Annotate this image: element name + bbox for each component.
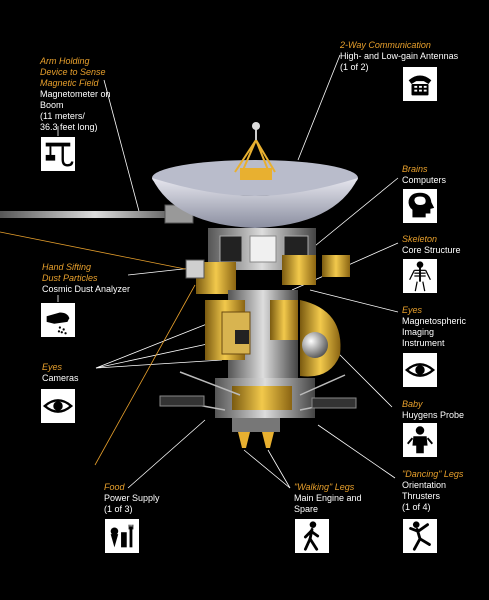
callout-structure: Skeleton Core Structure <box>402 234 487 256</box>
antenna-feed <box>240 168 272 180</box>
eye-icon <box>40 388 76 424</box>
callout-magnetospheric-title: Eyes <box>402 305 423 315</box>
callout-computers: Brains Computers <box>402 164 487 186</box>
callout-power: Food Power Supply (1 of 3) <box>104 482 184 515</box>
telephone-icon <box>402 66 438 102</box>
callout-dust-body: Cosmic Dust Analyzer <box>42 284 131 294</box>
high-gain-antenna-dish <box>152 178 358 228</box>
magnet-hook-icon <box>40 136 76 172</box>
camera-box <box>235 330 249 344</box>
leader-thrusters <box>317 424 396 479</box>
leader-magnetospheric <box>309 289 399 313</box>
head-brain-icon <box>402 188 438 224</box>
callout-antennas: 2-Way Communication High- and Low-gain A… <box>340 40 480 73</box>
leader-cameras-3 <box>95 359 223 369</box>
callout-cameras-title: Eyes <box>42 362 63 372</box>
dust-analyzer <box>185 259 205 279</box>
magnetometer-boom <box>0 211 190 218</box>
low-gain-antenna <box>252 122 260 130</box>
leader-engine-1 <box>243 449 291 489</box>
baby-icon <box>402 422 438 458</box>
leader-huygens <box>329 344 393 408</box>
callout-antennas-body: High- and Low-gain Antennas (1 of 2) <box>340 51 459 72</box>
walking-figure-icon <box>294 518 330 554</box>
callout-huygens: Baby Huygens Probe <box>402 399 487 421</box>
callout-thrusters-title: "Dancing" Legs <box>402 469 464 479</box>
callout-engine-title: "Walking" Legs <box>294 482 355 492</box>
callout-magnetometer-body: Magnetometer on Boom (11 meters/ 36.3 fe… <box>40 89 111 132</box>
leader-magnetometer <box>103 79 141 216</box>
magnetospheric-sphere <box>302 332 328 358</box>
main-engine-2 <box>262 432 274 448</box>
magnetometer-axis <box>0 231 191 271</box>
callout-engine: "Walking" Legs Main Engine and Spare <box>294 482 384 515</box>
callout-dust-title: Hand Sifting Dust Particles <box>42 262 98 283</box>
callout-computers-title: Brains <box>402 164 428 174</box>
main-engine-1 <box>238 432 250 448</box>
electronics-panel-1 <box>219 235 243 263</box>
callout-antennas-title: 2-Way Communication <box>340 40 431 50</box>
callout-huygens-body: Huygens Probe <box>402 410 465 420</box>
gold-blanket-4 <box>270 300 298 340</box>
leader-lines <box>57 54 399 489</box>
leader-antennas <box>297 54 341 161</box>
skeleton-icon <box>402 258 438 294</box>
eye-icon <box>402 352 438 388</box>
callout-engine-body: Main Engine and Spare <box>294 493 362 514</box>
callout-power-body: Power Supply (1 of 3) <box>104 493 160 514</box>
callout-structure-title: Skeleton <box>402 234 438 244</box>
callout-magnetospheric: Eyes Magnetospheric Imaging Instrument <box>402 305 487 349</box>
rtg-2 <box>311 397 357 409</box>
callout-dust: Hand Sifting Dust Particles Cosmic Dust … <box>42 262 142 295</box>
leader-computers <box>309 177 399 251</box>
callout-cameras-body: Cameras <box>42 373 79 383</box>
propulsion-blanket <box>232 386 292 410</box>
callout-huygens-title: Baby <box>402 399 423 409</box>
callout-power-title: Food <box>104 482 125 492</box>
callout-thrusters-body: Orientation Thrusters (1 of 4) <box>402 480 447 512</box>
engine-mount <box>232 418 280 432</box>
leader-dust <box>127 267 193 276</box>
callout-structure-body: Core Structure <box>402 245 461 255</box>
leader-engine-2 <box>267 449 291 489</box>
callout-thrusters: "Dancing" Legs Orientation Thrusters (1 … <box>402 469 487 513</box>
food-icon <box>104 518 140 554</box>
gold-blanket-2 <box>282 255 316 285</box>
callout-magnetometer-title: Arm Holding Device to Sense Magnetic Fie… <box>40 56 106 88</box>
leader-power <box>127 419 206 489</box>
magnetometer-axis-lower <box>94 284 196 466</box>
electronics-panel-2 <box>249 235 277 263</box>
callout-cameras: Eyes Cameras <box>42 362 112 384</box>
rtg-1 <box>159 395 205 407</box>
callout-magnetometer: Arm Holding Device to Sense Magnetic Fie… <box>40 56 130 133</box>
dancing-figure-icon <box>402 518 438 554</box>
side-instrument <box>322 255 350 277</box>
leader-cameras-1 <box>95 317 223 369</box>
callout-computers-body: Computers <box>402 175 447 185</box>
leader-cameras-2 <box>95 339 227 369</box>
hand-sifting-icon <box>40 302 76 338</box>
callout-magnetospheric-body: Magnetospheric Imaging Instrument <box>402 316 467 348</box>
